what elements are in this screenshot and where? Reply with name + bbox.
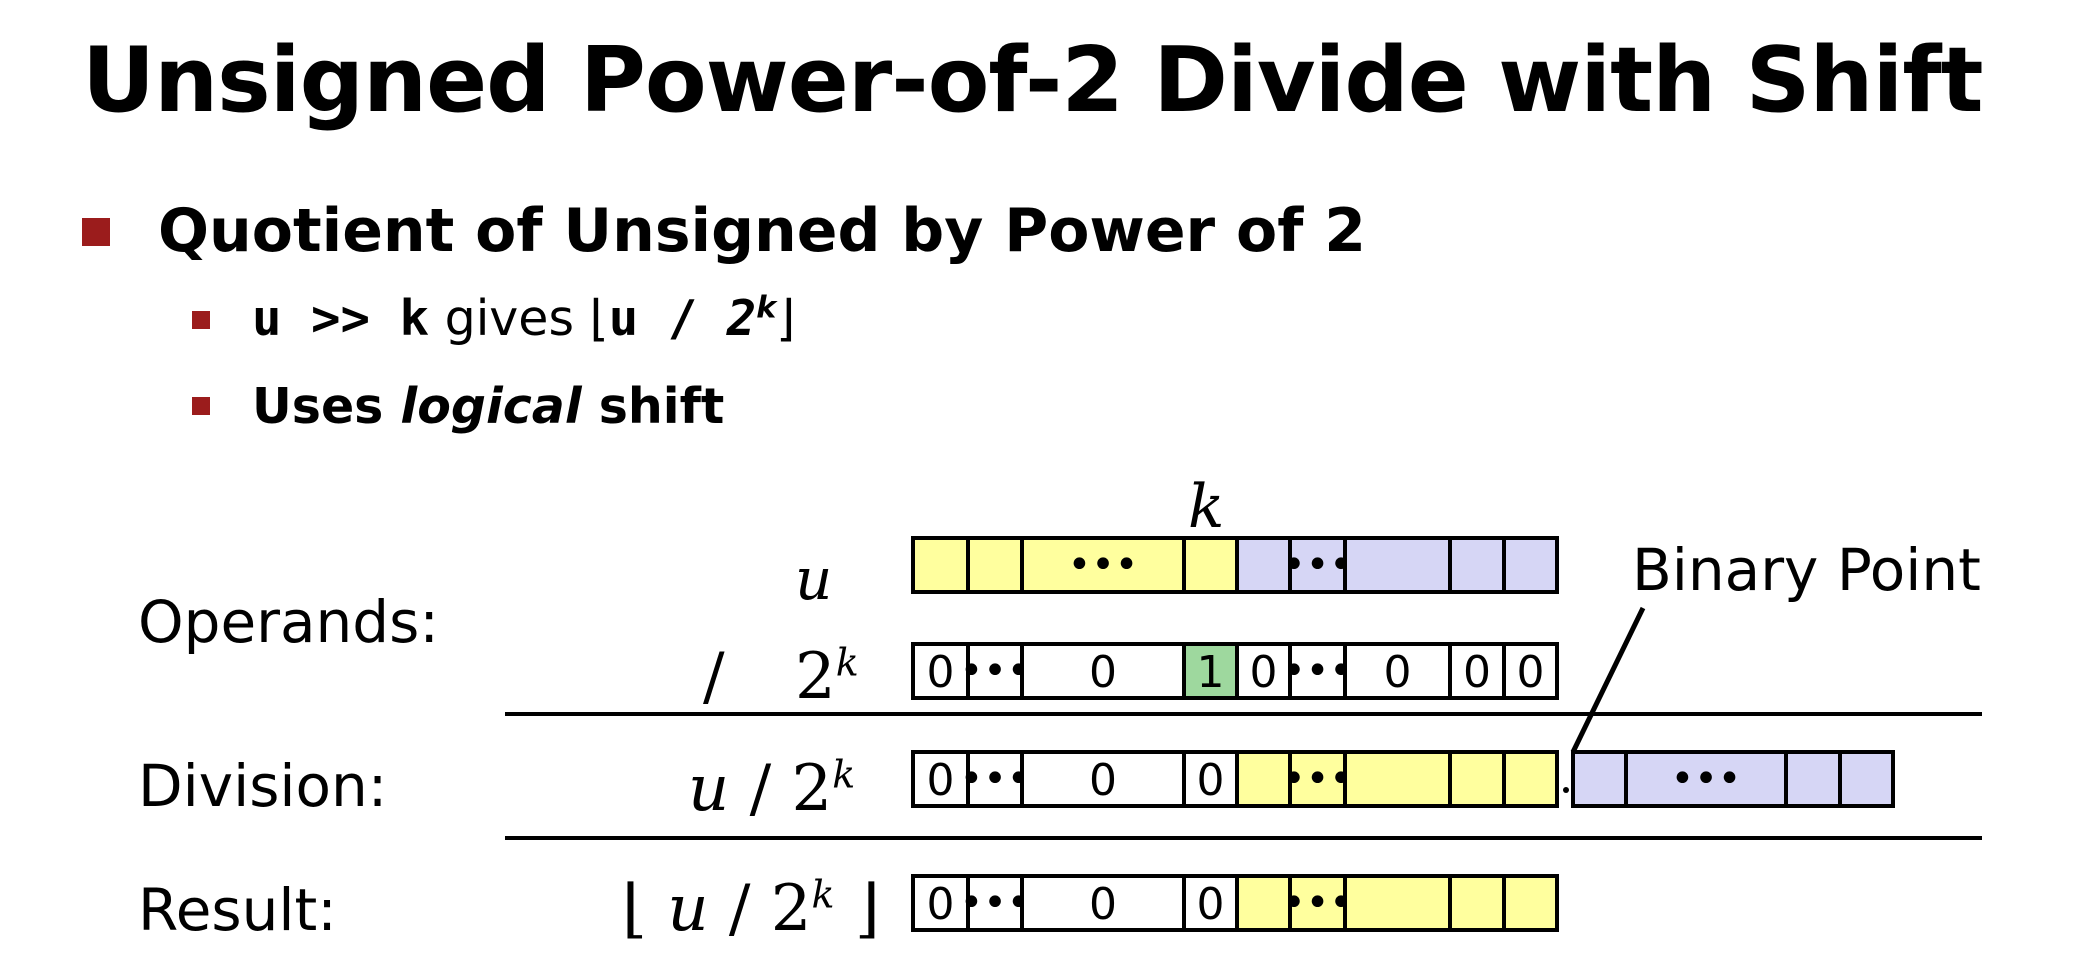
bit-cell [1448,536,1506,594]
bit-cell [1288,642,1347,700]
bit-digit: 0 [927,755,955,806]
bit-cell [1343,750,1452,808]
bit-cell [1448,874,1506,932]
bit-digit: 0 [1089,755,1117,806]
ellipsis-dots: ••• [1282,756,1353,802]
fraction-bit-cell [1838,750,1895,808]
floor-open: ⌊ [622,872,647,946]
gives-word: gives [444,290,574,347]
bit-cell [966,536,1024,594]
k-exponent: k [832,752,856,797]
floor-close: ⌋ [776,290,796,347]
two-power-k-label: 2k [795,640,859,714]
bit-cell [1502,750,1559,808]
bit-cell [911,642,970,700]
k-exponent: k [811,872,835,917]
operands-label: Operands: [138,588,439,656]
bit-cell [1235,536,1292,594]
ellipsis-dots: ••• [960,756,1031,802]
power-exponent: k [756,290,777,326]
uses-word: Uses [252,378,401,435]
shift-expression: u >> k [252,290,430,347]
bit-cell [1343,874,1452,932]
ellipsis-dots: ••• [1282,648,1353,694]
bit-cell [1020,536,1186,594]
bit-cell [1182,750,1239,808]
fraction-bit-cell [1571,750,1628,808]
bullet-quotient: Quotient of Unsigned by Power of 2 [158,196,1366,266]
slash: / [728,872,751,946]
ellipsis-dots: ••• [1068,542,1139,588]
ellipsis-dots: ••• [1671,756,1742,802]
slide-title: Unsigned Power-of-2 Divide with Shift [82,28,1984,133]
two-base: 2 [770,872,812,946]
bit-cell [1288,750,1347,808]
bit-cell [1020,642,1186,700]
bit-cell [1020,750,1186,808]
bit-digit: 0 [1463,647,1491,698]
bit-digit: 0 [927,647,955,698]
binary-point-label: Binary Point [1632,536,1981,604]
bit-digit: 0 [1197,879,1225,930]
sub-bullet-square-icon [192,397,210,415]
bit-cell [1020,874,1186,932]
fraction-bit-cell [1784,750,1842,808]
bit-cell [1343,642,1452,700]
bit-cell [1343,536,1452,594]
bit-cell [1502,642,1559,700]
ellipsis-dots: ••• [1282,542,1353,588]
division-label: Division: [138,752,388,820]
bit-digit: 0 [1517,647,1545,698]
bit-digit: 0 [1384,647,1412,698]
bullet-square-icon [82,218,110,246]
divide-operator: / [703,640,725,714]
binary-point-dot [1563,787,1569,793]
u-var: u [688,752,730,826]
u-operand-label: u [795,545,833,613]
bit-cell [1182,642,1239,700]
shift-word: shift [581,378,725,435]
bit-cell [966,750,1024,808]
bit-cell [966,642,1024,700]
ellipsis-dots: ••• [960,880,1031,926]
k-exponent: k [835,640,859,685]
slash: / [749,752,772,826]
division-expression: u / 2k [688,752,855,826]
bit-digit: 0 [1089,647,1117,698]
logical-word: logical [400,378,582,435]
sub-bullet-logical-shift: Uses logical shift [252,378,724,435]
floor-close: ⌋ [854,872,880,946]
u-var: u [667,872,709,946]
binary-point-pointer [1570,606,1646,754]
bit-digit: 0 [1089,879,1117,930]
bit-digit: 0 [1250,647,1278,698]
two-base: 2 [791,752,833,826]
power-base: 2 [726,290,757,347]
floor-result-expression: ⌊ u / 2k ⌋ [622,872,880,946]
bit-cell [1448,642,1506,700]
two-base: 2 [795,640,836,714]
ellipsis-dots: ••• [960,648,1031,694]
ellipsis-dots: ••• [1282,880,1353,926]
floor-division-expr: u / [608,290,727,347]
sub-bullet-shift-gives: u >> k gives ⌊u / 2k⌋ [252,290,795,347]
bit-cell [1502,874,1559,932]
floor-open: ⌊ [589,290,609,347]
bit-digit: 0 [927,879,955,930]
sub-bullet-square-icon [192,311,210,329]
bit-digit: 0 [1197,755,1225,806]
bit-digit: 1 [1197,647,1225,698]
bit-cell [1448,750,1506,808]
k-label: k [1188,472,1225,542]
bit-cell [911,536,970,594]
bit-cell [1502,536,1559,594]
result-label: Result: [138,876,337,944]
bit-cell [1182,536,1239,594]
